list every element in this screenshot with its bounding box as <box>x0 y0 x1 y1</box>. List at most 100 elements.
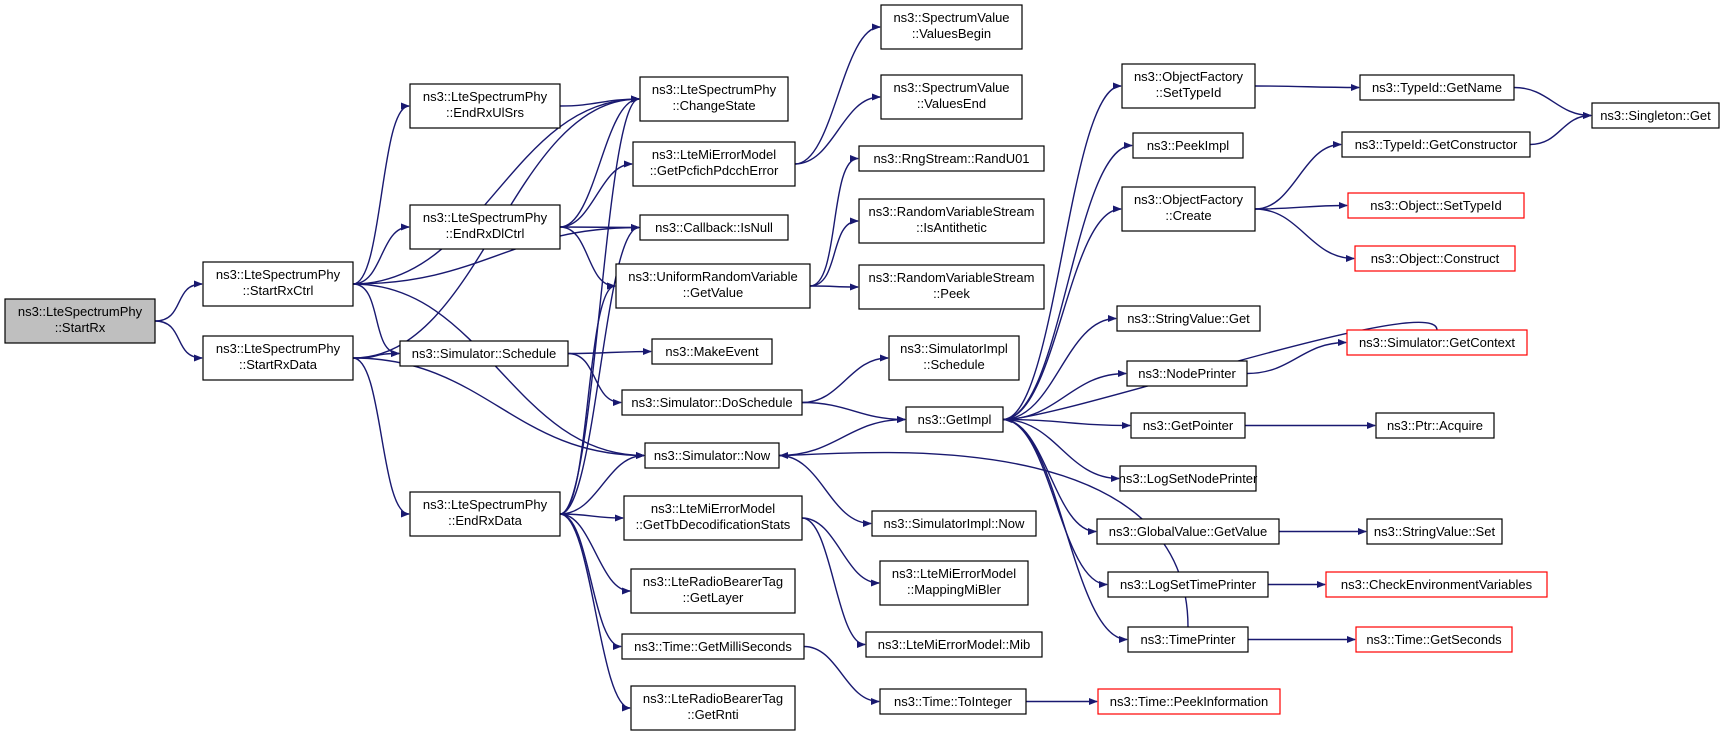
node-objsettypeid[interactable]: ns3::Object::SetTypeId <box>1347 192 1525 219</box>
node-box <box>1366 518 1503 545</box>
node-endrxulsrs[interactable]: ns3::LteSpectrumPhy::EndRxUlSrs <box>409 83 561 129</box>
node-urvgetvalue[interactable]: ns3::UniformRandomVariable::GetValue <box>615 263 811 309</box>
node-label: ::GetRnti <box>687 707 738 722</box>
edge-startrxdata-to-simnow <box>352 357 645 460</box>
node-label: ns3::Simulator::DoSchedule <box>631 395 792 410</box>
node-label: ns3::LteSpectrumPhy <box>216 267 341 282</box>
node-peekinformation[interactable]: ns3::Time::PeekInformation <box>1097 688 1281 715</box>
node-stringget[interactable]: ns3::StringValue::Get <box>1116 305 1261 332</box>
edge-startrx-to-startrxctrl <box>154 280 203 322</box>
node-tointeger[interactable]: ns3::Time::ToInteger <box>879 688 1027 715</box>
node-isnull[interactable]: ns3::Callback::IsNull <box>639 214 789 241</box>
node-label: ns3::TypeId::GetConstructor <box>1355 137 1518 152</box>
node-label: ns3::LteMiErrorModel::Mib <box>878 637 1030 652</box>
node-box <box>1119 465 1257 492</box>
node-label: ns3::TypeId::GetName <box>1372 80 1502 95</box>
edge-getcontext-to-getimpl <box>1003 321 1438 424</box>
node-box <box>621 633 805 660</box>
node-doschedule[interactable]: ns3::Simulator::DoSchedule <box>621 389 803 416</box>
node-label: ns3::StringValue::Set <box>1374 524 1496 539</box>
edge-endrxdlctrl-to-urvgetvalue <box>559 226 616 290</box>
node-simnow[interactable]: ns3::Simulator::Now <box>644 442 780 469</box>
edge-getimpl-to-ofcreate <box>1002 205 1122 421</box>
node-label: ::ValuesEnd <box>917 96 986 111</box>
node-getlayer[interactable]: ns3::LteRadioBearerTag::GetLayer <box>630 568 796 614</box>
node-box <box>1591 102 1720 129</box>
edge-timeprinter-to-simnow <box>779 451 1189 628</box>
node-endrxdlctrl[interactable]: ns3::LteSpectrumPhy::EndRxDlCtrl <box>409 204 561 250</box>
node-logsetnodeprinter[interactable]: ns3::LogSetNodePrinter <box>1119 465 1258 492</box>
node-label: ns3::Ptr::Acquire <box>1387 418 1483 433</box>
node-label: ns3::Simulator::GetContext <box>1359 335 1515 350</box>
edge-endrxdata-to-getrnti <box>559 513 631 712</box>
node-getrnti[interactable]: ns3::LteRadioBearerTag::GetRnti <box>630 685 796 731</box>
node-getconstructor[interactable]: ns3::TypeId::GetConstructor <box>1341 131 1531 158</box>
edge-nodeprinter-to-getcontext <box>1246 338 1347 375</box>
node-label: ::StartRxCtrl <box>243 283 314 298</box>
node-ptracquire[interactable]: ns3::Ptr::Acquire <box>1375 412 1495 439</box>
node-label: ::Create <box>1165 208 1211 223</box>
node-valuesbegin[interactable]: ns3::SpectrumValue::ValuesBegin <box>880 4 1023 50</box>
node-label: ::ChangeState <box>672 98 755 113</box>
node-box <box>409 204 561 250</box>
node-box <box>1126 360 1248 387</box>
node-schedule[interactable]: ns3::Simulator::Schedule <box>399 340 569 367</box>
node-implschedule[interactable]: ns3::SimulatorImpl::Schedule <box>888 335 1020 381</box>
node-box <box>4 298 156 344</box>
edge-doschedule-to-getimpl <box>801 401 906 424</box>
node-checkenv[interactable]: ns3::CheckEnvironmentVariables <box>1325 571 1548 598</box>
node-box <box>630 568 796 614</box>
node-singletonget[interactable]: ns3::Singleton::Get <box>1591 102 1720 129</box>
node-nodeprinter[interactable]: ns3::NodePrinter <box>1126 360 1248 387</box>
edge-simnow-to-implnow <box>778 454 872 528</box>
edge-getimpl-to-stringget <box>1002 314 1117 421</box>
node-gvgetvalue[interactable]: ns3::GlobalValue::GetValue <box>1096 518 1280 545</box>
node-label: ns3::GetPointer <box>1143 418 1234 433</box>
node-changestate[interactable]: ns3::LteSpectrumPhy::ChangeState <box>639 76 789 122</box>
node-label: ::IsAntithetic <box>916 220 987 235</box>
node-box <box>1355 626 1513 653</box>
node-valuesend[interactable]: ns3::SpectrumValue::ValuesEnd <box>880 74 1023 120</box>
node-startrxctrl[interactable]: ns3::LteSpectrumPhy::StartRxCtrl <box>202 261 354 307</box>
node-mib[interactable]: ns3::LteMiErrorModel::Mib <box>865 631 1043 658</box>
node-box <box>865 631 1043 658</box>
node-startrxdata[interactable]: ns3::LteSpectrumPhy::StartRxData <box>202 335 354 381</box>
node-stringset[interactable]: ns3::StringValue::Set <box>1366 518 1503 545</box>
node-label: ::ValuesBegin <box>912 26 991 41</box>
node-peekimpl[interactable]: ns3::PeekImpl <box>1132 132 1244 159</box>
node-label: ns3::Object::SetTypeId <box>1370 198 1502 213</box>
edge-startrx-to-startrxdata <box>154 320 203 362</box>
node-getseconds[interactable]: ns3::Time::GetSeconds <box>1355 626 1513 653</box>
node-label: ns3::Object::Construct <box>1371 251 1500 266</box>
node-box <box>858 198 1045 244</box>
node-getpcfich[interactable]: ns3::LteMiErrorModel::GetPcfichPdcchErro… <box>632 141 796 187</box>
node-rvspeek[interactable]: ns3::RandomVariableStream::Peek <box>858 264 1045 310</box>
node-objconstruct[interactable]: ns3::Object::Construct <box>1354 245 1516 272</box>
node-label: ns3::MakeEvent <box>665 344 759 359</box>
node-logsettimeprinter[interactable]: ns3::LogSetTimePrinter <box>1107 571 1269 598</box>
node-label: ns3::CheckEnvironmentVariables <box>1341 577 1533 592</box>
node-settypeid_of[interactable]: ns3::ObjectFactory::SetTypeId <box>1121 63 1256 109</box>
node-implnow[interactable]: ns3::SimulatorImpl::Now <box>871 510 1037 537</box>
node-mappingmibler[interactable]: ns3::LteMiErrorModel::MappingMiBler <box>879 560 1029 606</box>
node-endrxdata[interactable]: ns3::LteSpectrumPhy::EndRxData <box>409 491 561 537</box>
node-ofcreate[interactable]: ns3::ObjectFactory::Create <box>1121 186 1256 232</box>
node-startrx[interactable]: ns3::LteSpectrumPhy::StartRx <box>4 298 156 344</box>
node-getcontext[interactable]: ns3::Simulator::GetContext <box>1346 329 1528 356</box>
node-timeprinter[interactable]: ns3::TimePrinter <box>1127 626 1249 653</box>
node-label: ::EndRxUlSrs <box>446 105 525 120</box>
node-box <box>871 510 1037 537</box>
node-getname[interactable]: ns3::TypeId::GetName <box>1359 74 1515 101</box>
node-gettbdecod[interactable]: ns3::LteMiErrorModel::GetTbDecodificatio… <box>623 495 803 541</box>
edge-startrxdata-to-endrxdata <box>352 357 410 518</box>
node-isantithetic[interactable]: ns3::RandomVariableStream::IsAntithetic <box>858 198 1045 244</box>
node-makeevent[interactable]: ns3::MakeEvent <box>651 338 773 365</box>
node-getimpl[interactable]: ns3::GetImpl <box>905 406 1004 433</box>
edge-endrxdata-to-getlayer <box>559 513 631 595</box>
node-getmilli[interactable]: ns3::Time::GetMilliSeconds <box>621 633 805 660</box>
node-getpointer[interactable]: ns3::GetPointer <box>1130 412 1246 439</box>
node-label: ns3::NodePrinter <box>1138 366 1236 381</box>
node-label: ns3::LteSpectrumPhy <box>216 341 341 356</box>
node-randu01[interactable]: ns3::RngStream::RandU01 <box>858 145 1045 172</box>
node-label: ns3::LteMiErrorModel <box>651 501 775 516</box>
